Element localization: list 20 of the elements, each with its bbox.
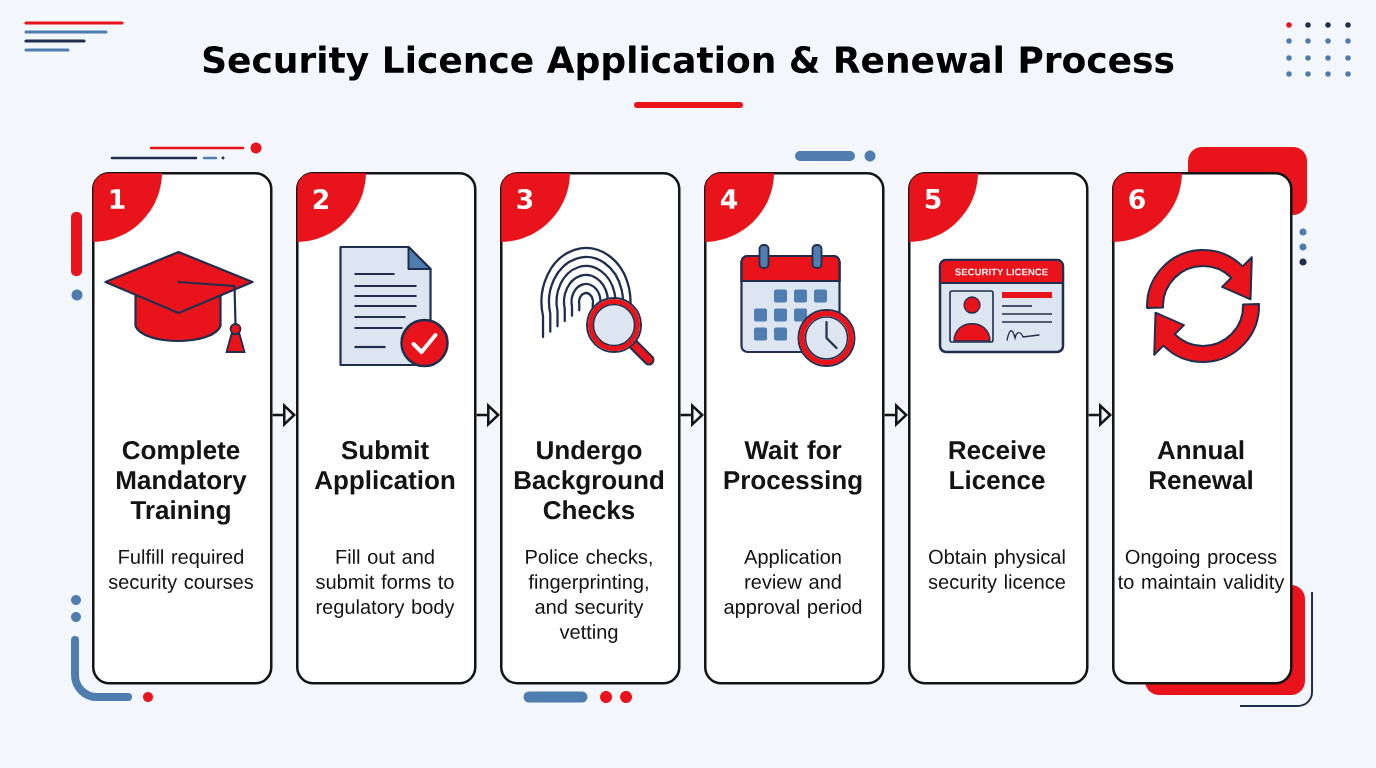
title: Security Licence Application & Renewal Process — [203, 45, 1174, 81]
step-description: Application review and approval period — [724, 549, 862, 618]
step-description: Obtain physical security licence — [928, 549, 1065, 593]
step-description: Fulfill required security courses — [108, 549, 254, 593]
step-heading: Annual Renewal — [1150, 440, 1252, 490]
step-heading: Wait for Processing — [724, 440, 862, 495]
number-badge: 5 — [909, 173, 978, 242]
step-heading: Undergo Background Checks — [514, 440, 664, 520]
card-header-text: SECURITY LICENCE — [955, 268, 1048, 276]
number-badge: 1 — [93, 173, 162, 242]
step-heading: Submit Application — [314, 440, 455, 495]
step-description: Fill out and submit forms to regulatory body — [316, 549, 455, 618]
step-description: Police checks, fingerprinting, and security vetting — [526, 549, 652, 643]
number-badge: 2 — [297, 173, 366, 242]
number-badge: 4 — [705, 173, 774, 242]
step-description: Ongoing process to maintain validity — [1117, 549, 1285, 593]
step-heading: Receive Licence — [949, 440, 1046, 490]
number-badge: 3 — [501, 173, 570, 242]
number-badge: 6 — [1113, 173, 1182, 242]
step-heading: Complete Mandatory Training — [117, 440, 247, 525]
